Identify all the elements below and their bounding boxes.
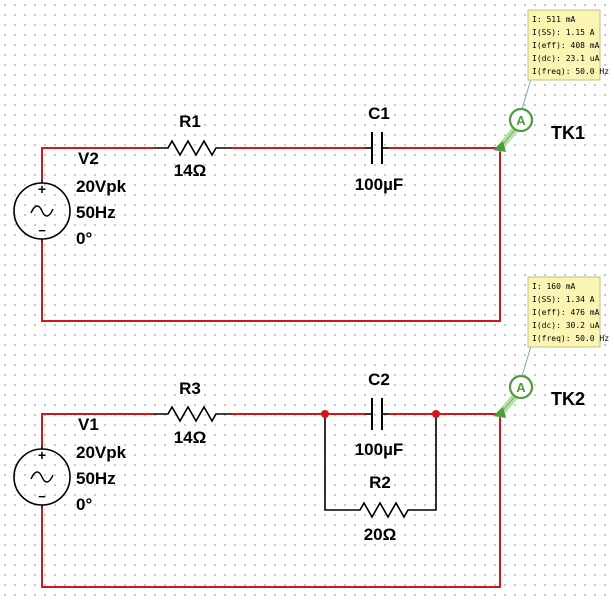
r2-name: R2	[369, 473, 391, 492]
v1-frequency: 50Hz	[76, 469, 116, 488]
tk1-reading-idc: I(dc): 23.1 uA	[532, 54, 600, 63]
tk2-reading-i: I: 160 mA	[532, 282, 576, 291]
v2-frequency: 50Hz	[76, 203, 116, 222]
v1-amplitude: 20Vpk	[76, 443, 127, 462]
r2-value: 20Ω	[364, 525, 397, 544]
circuit-2: + − V1 20Vpk 50Hz 0° R3 14Ω C2 100µF R2 …	[13, 276, 609, 588]
r3-name: R3	[179, 379, 201, 398]
parallel-branch-wires	[324, 414, 437, 511]
probe-readout-tk2: I: 160 mA I(SS): 1.34 A I(eff): 476 mA I…	[527, 276, 609, 348]
circuit-1: + − V2 20Vpk 50Hz 0° R1 14Ω C1 100µF A	[13, 9, 609, 322]
wires-circuit-1	[41, 147, 501, 322]
tk1-name: TK1	[551, 123, 585, 143]
tk2-reading-idc: I(dc): 30.2 uA	[532, 321, 600, 330]
capacitor-c1[interactable]	[365, 132, 389, 164]
resistor-r2[interactable]	[346, 501, 424, 519]
junction-node-right	[432, 410, 440, 418]
c2-name: C2	[368, 370, 390, 389]
tk2-reading-iss: I(SS): 1.34 A	[532, 295, 595, 304]
junction-node-left	[321, 410, 329, 418]
source-plus: +	[38, 447, 46, 463]
probe-leader-tk2	[521, 345, 532, 377]
probe-readout-tk1: I: 511 mA I(SS): 1.15 A I(eff): 408 mA I…	[527, 9, 609, 81]
tk1-reading-iss: I(SS): 1.15 A	[532, 28, 595, 37]
c1-name: C1	[368, 104, 390, 123]
ammeter-icon: A	[516, 380, 526, 395]
tk2-reading-ifreq: I(freq): 50.0 Hz	[532, 334, 609, 343]
v1-name: V1	[78, 415, 99, 434]
ac-source-v1[interactable]: + −	[13, 446, 71, 508]
current-probe-tk1[interactable]: A	[493, 107, 534, 152]
resistor-r1[interactable]	[154, 139, 232, 157]
tk1-reading-ieff: I(eff): 408 mA	[532, 41, 600, 50]
v2-phase: 0°	[76, 229, 92, 248]
source-plus: +	[38, 181, 46, 197]
resistor-r3[interactable]	[154, 405, 232, 423]
c2-value: 100µF	[355, 440, 404, 459]
source-minus: −	[38, 223, 46, 238]
source-minus: −	[38, 489, 46, 504]
sine-wave-icon	[30, 471, 54, 483]
ac-source-v2[interactable]: + −	[13, 180, 71, 242]
v1-phase: 0°	[76, 495, 92, 514]
v2-amplitude: 20Vpk	[76, 177, 127, 196]
r3-value: 14Ω	[174, 428, 207, 447]
sine-wave-icon	[30, 205, 54, 217]
v2-name: V2	[78, 149, 99, 168]
probe-leader-tk1	[521, 78, 532, 110]
wires-circuit-2	[41, 413, 501, 588]
r1-name: R1	[179, 112, 201, 131]
ammeter-icon: A	[516, 113, 526, 128]
c1-value: 100µF	[355, 175, 404, 194]
tk2-reading-ieff: I(eff): 476 mA	[532, 308, 600, 317]
current-probe-tk2[interactable]: A	[493, 374, 534, 418]
tk1-reading-i: I: 511 mA	[532, 15, 576, 24]
capacitor-c2[interactable]	[365, 398, 389, 430]
tk1-reading-ifreq: I(freq): 50.0 Hz	[532, 67, 609, 76]
tk2-name: TK2	[551, 389, 585, 409]
r1-value: 14Ω	[174, 161, 207, 180]
